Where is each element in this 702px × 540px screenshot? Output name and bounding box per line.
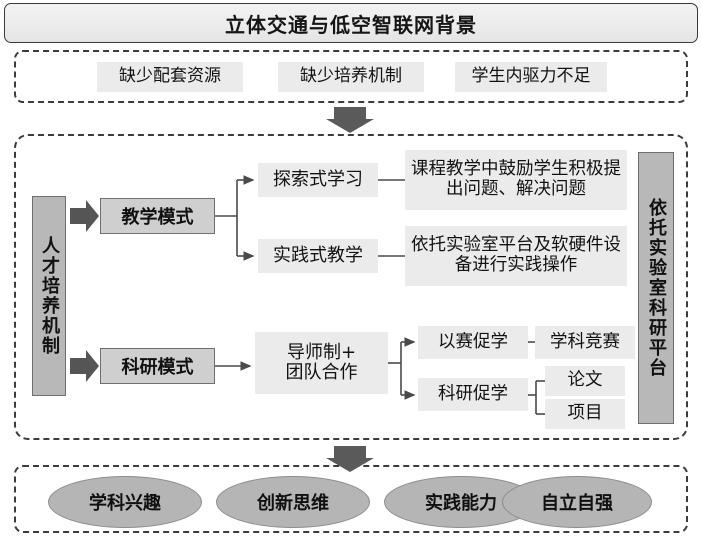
research-method-line2: 团队合作 xyxy=(285,362,358,383)
banner-title: 立体交通与低空智联网背景 xyxy=(225,12,477,37)
outcome-ellipse-4: 自立自强 xyxy=(502,476,652,528)
leaf-paper: 论文 xyxy=(545,366,625,396)
problem-chip-2: 缺少培养机制 xyxy=(278,62,424,92)
detail-exploratory-learning: 课程教学中鼓励学生积极提出问题、解决问题 xyxy=(405,150,627,210)
right-pillar-label: 依托实验室科研平台 xyxy=(646,198,667,378)
detail-practical-teaching: 依托实验室平台及软硬件设备进行实践操作 xyxy=(405,226,627,286)
background-banner: 立体交通与低空智联网背景 xyxy=(4,3,698,43)
mode-box-teaching: 教学模式 xyxy=(100,198,215,234)
right-pillar-lab-platform: 依托实验室科研平台 xyxy=(638,152,674,424)
mode-box-research: 科研模式 xyxy=(100,348,215,384)
problem-chip-1: 缺少配套资源 xyxy=(97,62,243,92)
left-pillar-label: 人才培养机制 xyxy=(39,236,60,356)
outcome-ellipse-1: 学科兴趣 xyxy=(48,476,202,528)
branch-practical-teaching: 实践式教学 xyxy=(258,239,378,273)
research-method-mentor-team: 导师制+ 团队合作 xyxy=(255,332,388,394)
leaf-project: 项目 xyxy=(545,399,625,429)
left-pillar-talent-mechanism: 人才培养机制 xyxy=(32,196,66,396)
branch-exploratory-learning: 探索式学习 xyxy=(258,163,378,197)
problem-chip-3: 学生内驱力不足 xyxy=(455,62,607,92)
research-method-line1: 导师制+ xyxy=(286,341,357,363)
outcome-ellipse-2: 创新思维 xyxy=(216,476,370,528)
branch-competition-driven: 以赛促学 xyxy=(418,326,528,359)
leaf-discipline-competition: 学科竞赛 xyxy=(535,326,635,359)
branch-research-driven: 科研促学 xyxy=(418,378,528,411)
down-arrow-icon-top xyxy=(326,107,374,133)
